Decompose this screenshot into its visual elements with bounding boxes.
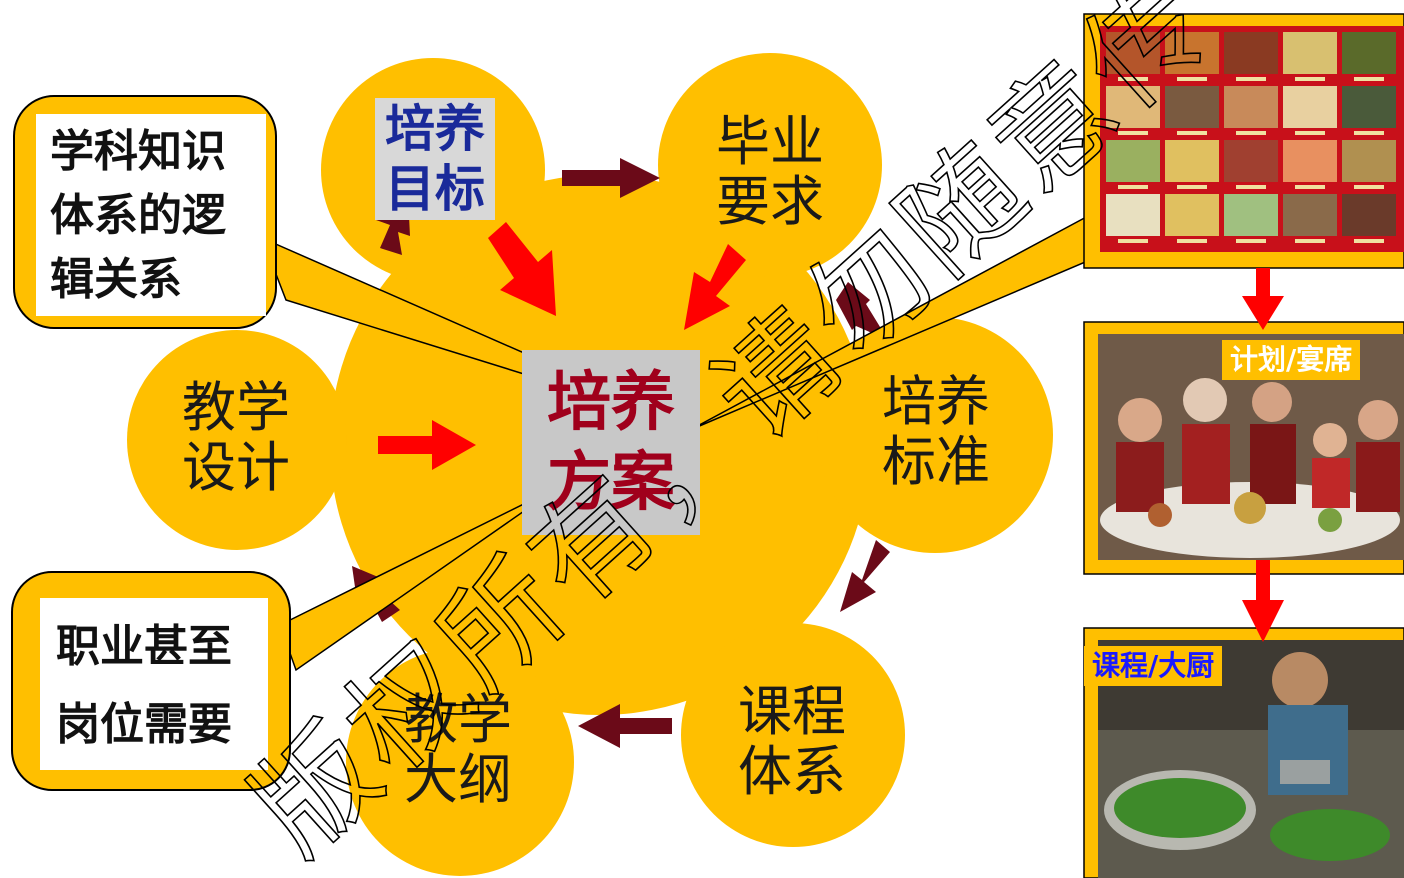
arrow-banquet-to-chef <box>1242 560 1284 642</box>
node-standard-label: 培养 标准 <box>882 370 990 493</box>
menu-dish-thumb <box>1165 86 1219 128</box>
menu-dish-caption-bar <box>1295 185 1325 189</box>
arrow-design-to-center <box>378 420 476 470</box>
menu-dish-thumb <box>1165 194 1219 236</box>
petal-syllabus <box>346 648 574 876</box>
menu-dish-caption-bar <box>1295 131 1325 135</box>
cycle-arrows <box>352 158 890 748</box>
menu-dish-thumb <box>1342 140 1396 182</box>
menu-dish-caption-bar <box>1177 239 1207 243</box>
menu-dish-thumb <box>1224 32 1278 74</box>
menu-dish-caption-bar <box>1118 131 1148 135</box>
menu-dish-thumb <box>1106 32 1160 74</box>
menu-dish-caption-bar <box>1354 131 1384 135</box>
menu-dish-caption-bar <box>1177 77 1207 81</box>
banquet-caption: 计划/宴席 <box>1222 340 1361 380</box>
menu-dish-caption-bar <box>1236 239 1266 243</box>
petal-graduation <box>658 53 882 277</box>
menu-dish-caption-bar <box>1177 185 1207 189</box>
menu-dish-thumb <box>1165 32 1219 74</box>
menu-dish-caption-bar <box>1354 239 1384 243</box>
menu-dish-thumb <box>1224 194 1278 236</box>
arrow-menu-to-banquet <box>1242 268 1284 330</box>
menu-dish-thumb <box>1283 194 1337 236</box>
input-arrows <box>378 222 746 470</box>
center-plan-label: 培养 方案 <box>522 350 700 535</box>
menu-dish-caption-bar <box>1354 185 1384 189</box>
menu-dish-caption-bar <box>1295 77 1325 81</box>
menu-dish-caption-bar <box>1118 185 1148 189</box>
menu-dish-caption-bar <box>1118 239 1148 243</box>
menu-dish-thumb <box>1224 86 1278 128</box>
menu-dish-thumb <box>1342 32 1396 74</box>
menu-photo <box>1100 26 1404 252</box>
menu-dish-caption-bar <box>1295 239 1325 243</box>
menu-dish-thumb <box>1283 140 1337 182</box>
arrow-goal-to-center <box>488 222 556 316</box>
menu-dish-thumb <box>1165 140 1219 182</box>
arrow-graduation-to-center <box>684 244 746 330</box>
arrow-graduation-to-standard <box>836 282 888 340</box>
petal-standard <box>817 317 1053 553</box>
node-syllabus-label: 教学 大纲 <box>404 688 512 811</box>
menu-dish-caption-bar <box>1118 77 1148 81</box>
menu-dish-thumb <box>1106 194 1160 236</box>
menu-dish-thumb <box>1283 32 1337 74</box>
callout-career-text: 职业甚至 岗位需要 <box>40 598 268 770</box>
menu-dish-caption-bar <box>1236 185 1266 189</box>
menu-dish-thumb <box>1106 140 1160 182</box>
menu-dish-caption-bar <box>1236 131 1266 135</box>
menu-dish-thumb <box>1342 86 1396 128</box>
menu-dish-thumb <box>1283 86 1337 128</box>
menu-dish-thumb <box>1224 140 1278 182</box>
petal-design <box>127 330 347 550</box>
menu-dish-thumb <box>1342 194 1396 236</box>
callout-knowledge-text: 学科知识 体系的逻 辑关系 <box>36 114 266 316</box>
menu-dish-caption-bar <box>1177 131 1207 135</box>
petal-curriculum <box>681 623 905 847</box>
arrow-curriculum-to-syllabus <box>578 704 672 748</box>
node-goal-label: 培养 目标 <box>375 98 495 220</box>
node-design-label: 教学 设计 <box>182 376 290 499</box>
menu-dish-thumb <box>1106 86 1160 128</box>
chef-caption: 课程/大厨 <box>1084 646 1223 686</box>
node-curriculum-label: 课程 体系 <box>738 680 846 803</box>
arrow-goal-to-graduation <box>562 158 660 198</box>
arrow-standard-to-curriculum <box>840 540 890 612</box>
node-graduation-label: 毕业 要求 <box>716 110 824 233</box>
menu-dish-caption-bar <box>1236 77 1266 81</box>
menu-dish-caption-bar <box>1354 77 1384 81</box>
photo-arrows <box>1242 268 1284 642</box>
